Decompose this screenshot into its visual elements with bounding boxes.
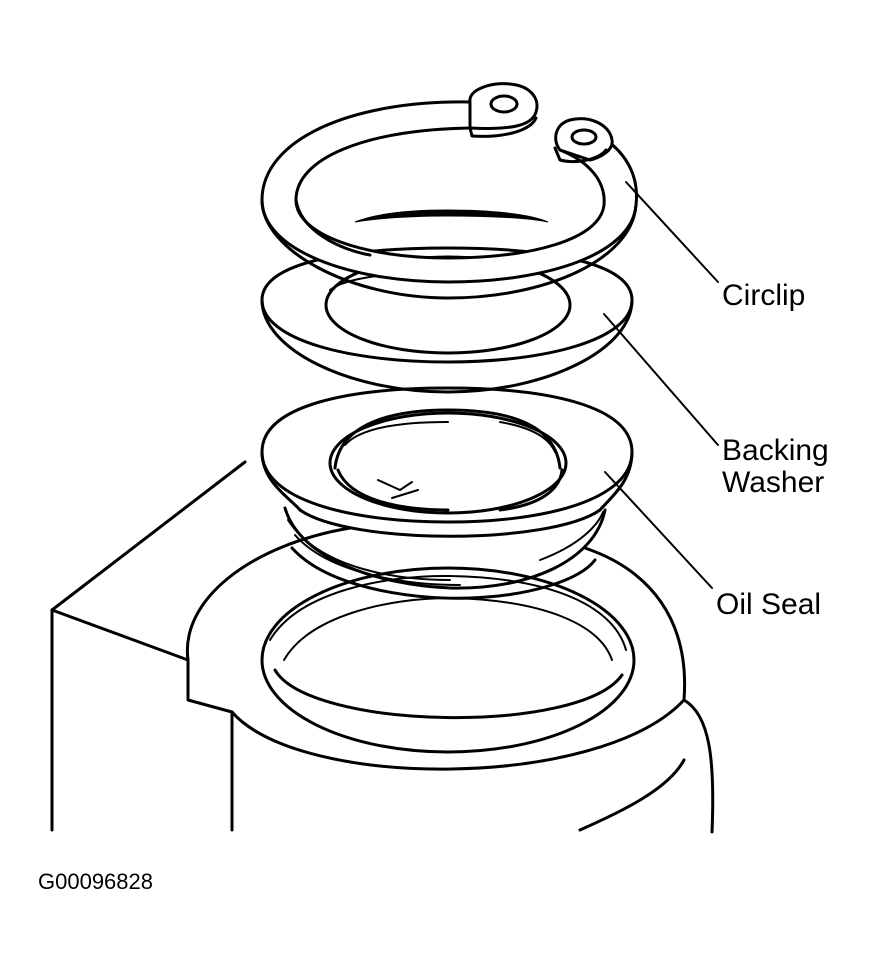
leader-backing-washer [603, 313, 719, 446]
oil-seal [260, 386, 634, 600]
leader-lines [603, 181, 719, 589]
leader-circlip [625, 181, 719, 283]
label-backing-washer-line1: Backing [722, 434, 829, 467]
figure-id: G00096828 [38, 869, 153, 894]
circlip [260, 82, 639, 300]
label-oil-seal: Oil Seal [716, 588, 821, 621]
label-backing-washer-line2: Washer [722, 466, 824, 499]
leader-oil-seal [604, 471, 713, 589]
label-circlip: Circlip [722, 279, 805, 312]
